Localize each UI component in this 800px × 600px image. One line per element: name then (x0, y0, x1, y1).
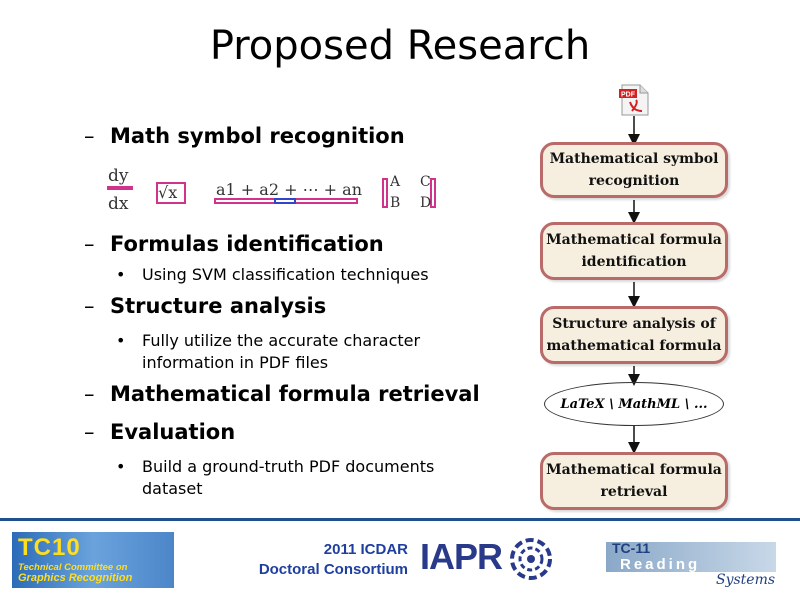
sqrt-expression: √x (158, 183, 178, 202)
item-label: Mathematical formula retrieval (110, 382, 480, 406)
dash: – (84, 420, 95, 444)
iapr-spiral-icon (510, 538, 552, 580)
slide-title: Proposed Research (209, 23, 591, 69)
bullet: • (116, 457, 126, 476)
subitem-character-info: • Fully utilize the accurate character in… (116, 330, 466, 374)
sum-expression: a1 + a2 + ⋯ + an (216, 180, 363, 199)
tc11-title: TC-11 (612, 540, 651, 556)
svg-text:PDF: PDF (621, 92, 636, 99)
sum-underline-mark (274, 198, 296, 204)
conference-name: 2011 ICDAR Doctoral Consortium (214, 540, 408, 580)
subitem-text: Fully utilize the accurate character inf… (142, 331, 421, 372)
item-formulas-identification: –Formulas identification (84, 232, 384, 256)
dash: – (84, 294, 95, 318)
footer-divider (0, 518, 800, 521)
subitem-svm: • Using SVM classification techniques (116, 264, 476, 286)
flow-oval-output-formats: LaTeX \ MathML \ ... (544, 382, 724, 426)
tc11-logo: TC-11 Reading Systems (606, 536, 786, 592)
item-structure-analysis: –Structure analysis (84, 294, 326, 318)
fraction-denominator: dx (108, 194, 129, 214)
iapr-logo: IAPR (420, 536, 503, 578)
matrix-bracket-left (382, 178, 388, 208)
flow-box-formula-retrieval: Mathematical formula retrieval (540, 452, 728, 510)
item-evaluation: –Evaluation (84, 420, 235, 444)
iapr-text: IAPR (420, 536, 503, 577)
subitem-text: Build a ground-truth PDF documents datas… (142, 457, 435, 498)
flow-box-symbol-recognition: Mathematical symbol recognition (540, 142, 728, 198)
tc10-title: TC10 (18, 534, 81, 561)
flow-box-formula-identification: Mathematical formula identification (540, 222, 728, 280)
tc10-line2: Graphics Recognition (18, 572, 133, 584)
item-label: Evaluation (110, 420, 236, 444)
bullet: • (116, 265, 126, 284)
fraction-bar (107, 186, 133, 190)
tc10-line1: Technical Committee on (18, 562, 128, 573)
bullet: • (116, 331, 126, 350)
matrix-a: A (390, 174, 401, 190)
dash: – (84, 232, 95, 256)
fraction-numerator: dy (108, 166, 129, 186)
sqrt-box (156, 182, 186, 204)
matrix-bracket-right (430, 178, 436, 208)
item-label: Formulas identification (110, 232, 384, 256)
tc11-banner (606, 542, 776, 572)
tc11-reading: Reading (620, 556, 701, 573)
item-label: Math symbol recognition (110, 124, 405, 148)
matrix-d: D (420, 195, 432, 211)
item-label: Structure analysis (110, 294, 327, 318)
conference-line2: Doctoral Consortium (258, 561, 408, 578)
item-math-symbol-recognition: –Math symbol recognition (84, 124, 405, 148)
dash: – (84, 382, 95, 406)
matrix-c: C (420, 174, 431, 190)
subitem-ground-truth: • Build a ground-truth PDF documents data… (116, 456, 476, 500)
tc11-systems: Systems (716, 572, 776, 588)
item-formula-retrieval: –Mathematical formula retrieval (84, 382, 480, 406)
matrix-b: B (390, 195, 401, 211)
flow-box-structure-analysis: Structure analysis of mathematical formu… (540, 306, 728, 364)
tc10-logo: TC10 Technical Committee on Graphics Rec… (12, 532, 174, 588)
conference-line1: 2011 ICDAR (323, 541, 408, 558)
pdf-file-icon: PDF (619, 84, 649, 116)
subitem-text: Using SVM classification techniques (142, 265, 429, 284)
dash: – (84, 124, 95, 148)
